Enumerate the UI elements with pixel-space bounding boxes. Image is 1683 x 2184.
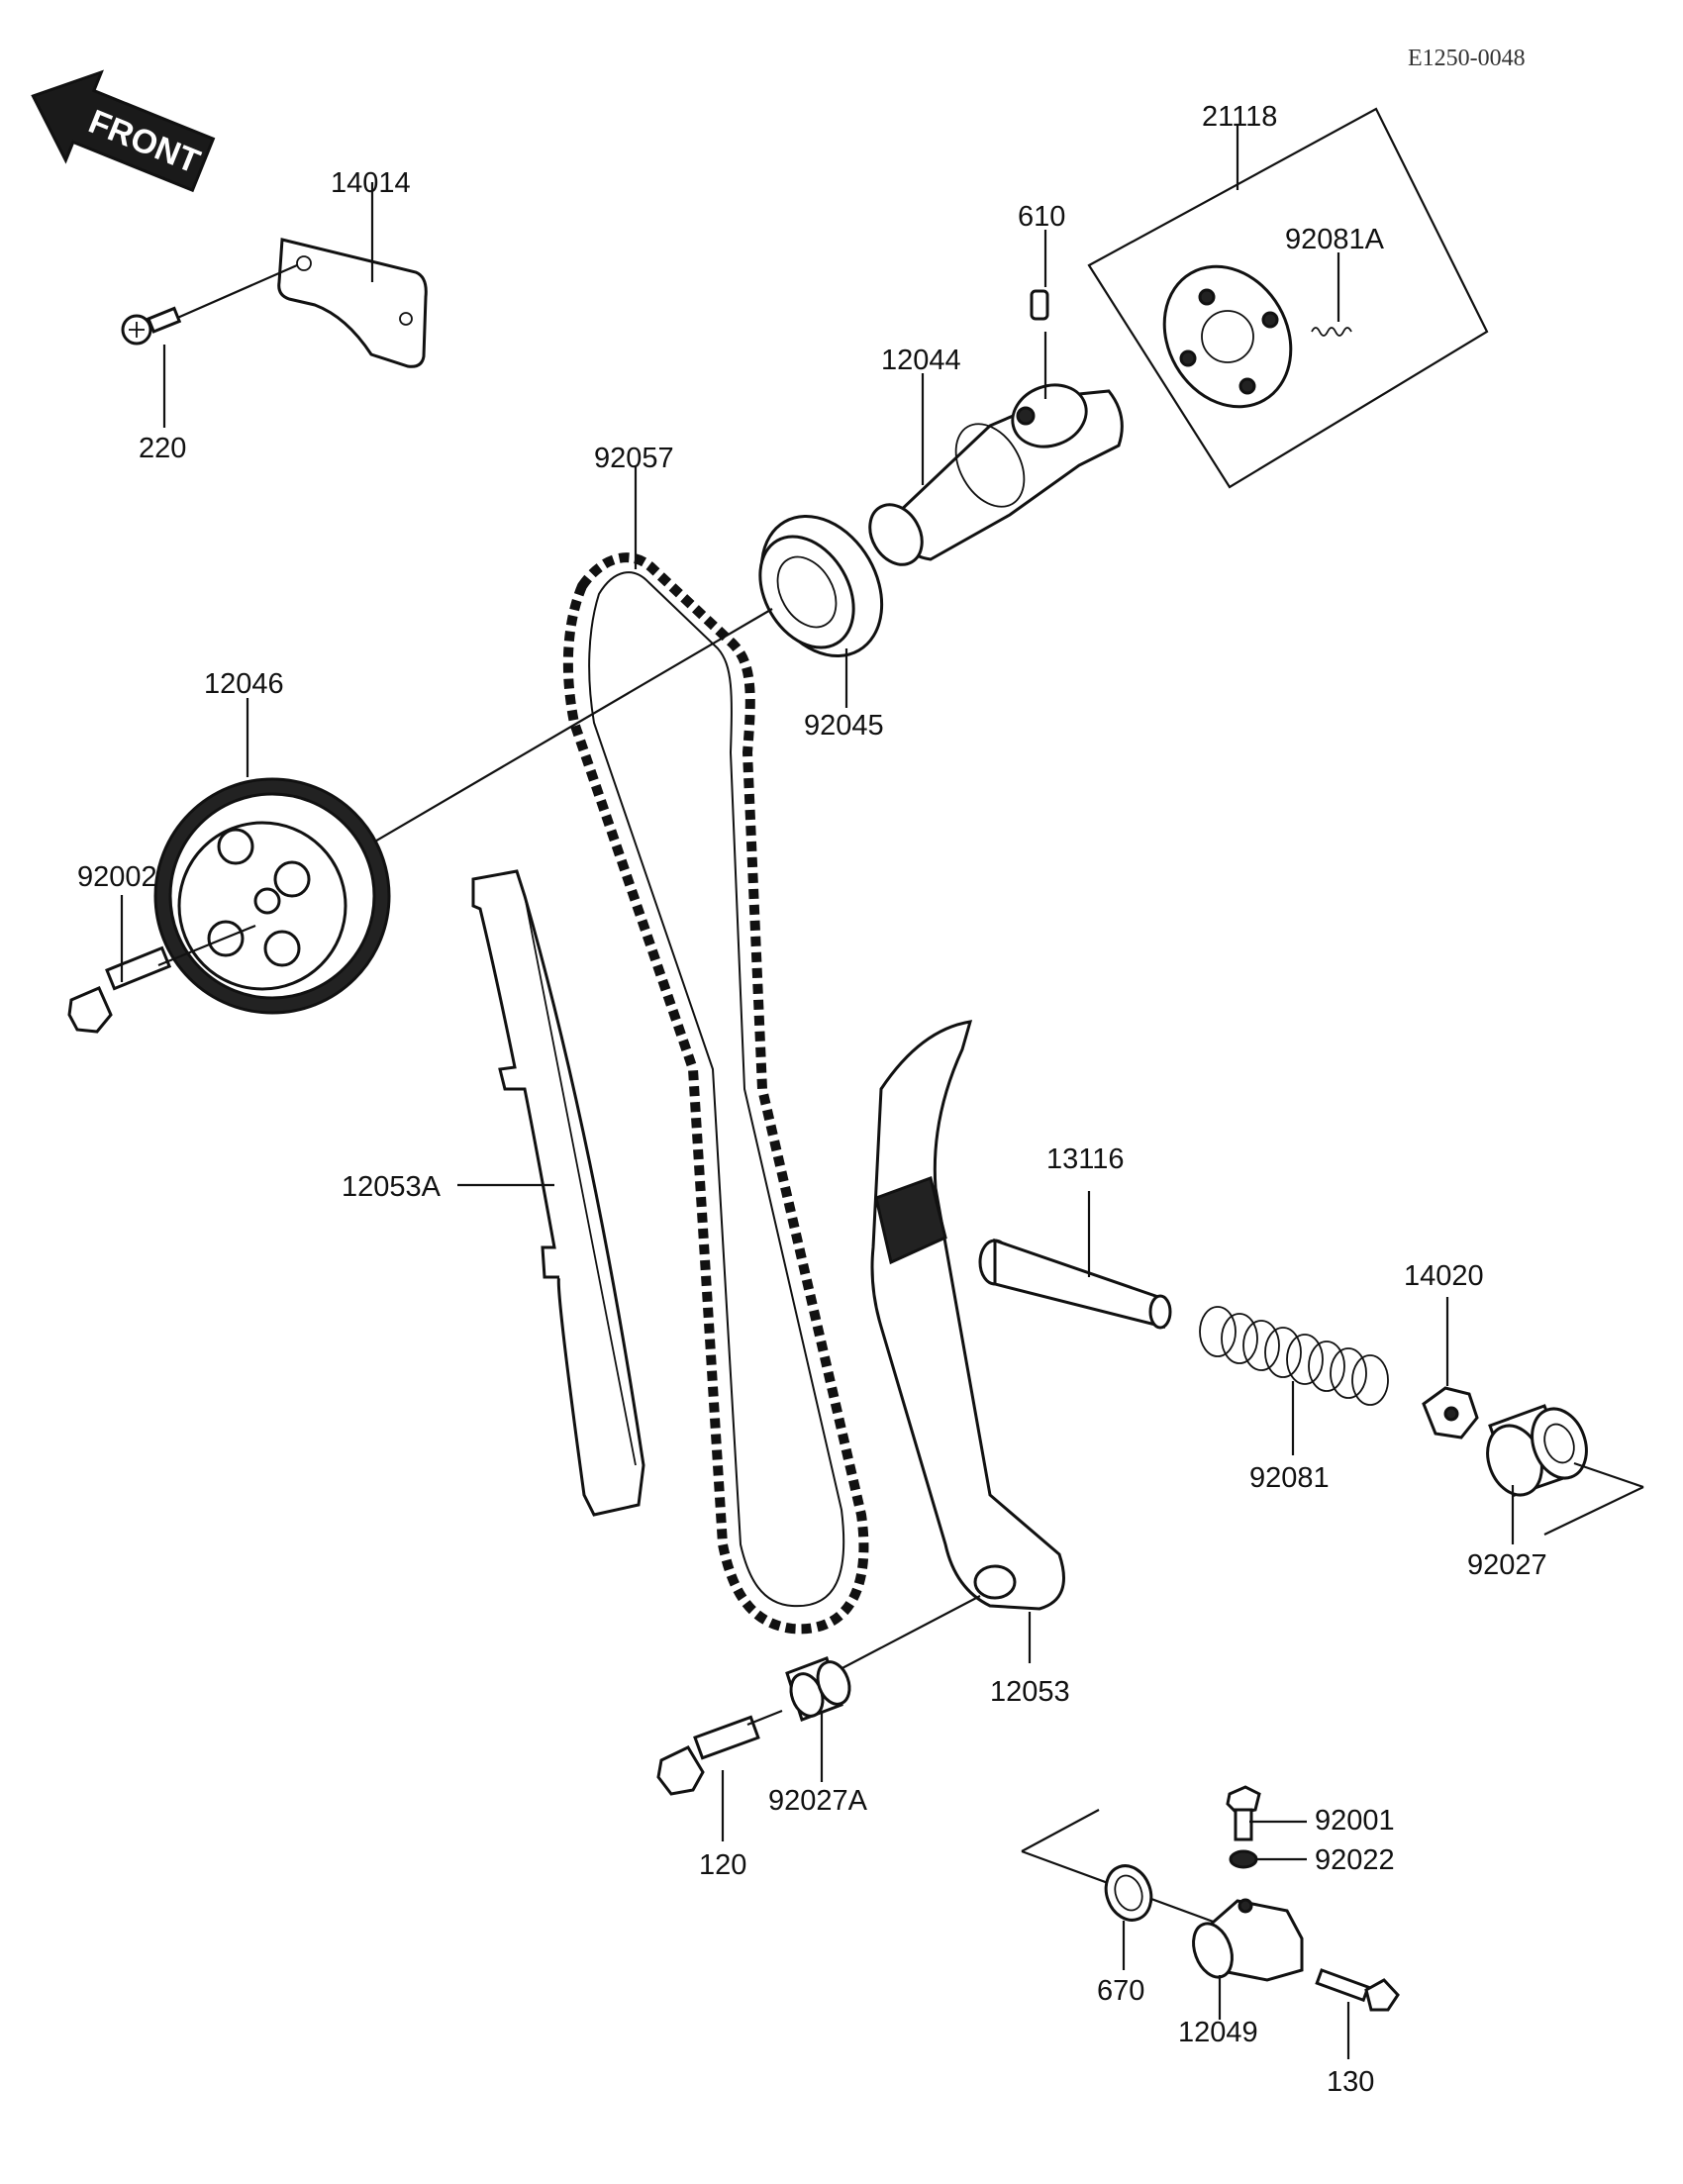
- label-130: 130: [1327, 2066, 1374, 2098]
- nut-14020: [1422, 1386, 1479, 1439]
- pivot-pin-13116: [978, 1238, 1172, 1330]
- label-92081A: 92081A: [1285, 224, 1385, 255]
- cam-sprocket: [153, 777, 391, 1015]
- chain-guide-12053A: [471, 869, 645, 1517]
- label-13116: 13116: [1046, 1143, 1125, 1175]
- label-220: 220: [139, 433, 186, 464]
- tensioner-body-12049: [1192, 1898, 1304, 1982]
- label-92027: 92027: [1467, 1549, 1547, 1581]
- dowel-pin-610: [1030, 289, 1049, 321]
- cam-chain: [562, 552, 869, 1635]
- label-92027A: 92027A: [768, 1785, 868, 1817]
- label-12044: 12044: [881, 345, 961, 376]
- bolt-120: [656, 1709, 783, 1796]
- label-610: 610: [1018, 201, 1065, 233]
- washer-92022: [1229, 1849, 1258, 1869]
- label-120: 120: [699, 1849, 746, 1881]
- gasket-670: [1104, 1864, 1153, 1922]
- screw-220: [121, 306, 182, 346]
- bearing: [758, 514, 884, 658]
- collar-92027A: [785, 1656, 851, 1722]
- bolt-130: [1315, 1968, 1400, 2012]
- label-12046: 12046: [204, 668, 284, 700]
- label-92081: 92081: [1249, 1462, 1330, 1494]
- front-arrow-icon: FRONT: [31, 69, 216, 193]
- bracket-plate: [277, 238, 428, 368]
- label-12053: 12053: [990, 1676, 1070, 1708]
- label-21118: 21118: [1202, 101, 1277, 133]
- assembly-box-21118: [1087, 107, 1489, 489]
- bolt-92001: [1226, 1785, 1261, 1841]
- label-14020: 14020: [1404, 1260, 1484, 1292]
- label-92002: 92002: [77, 861, 157, 893]
- label-670: 670: [1097, 1975, 1144, 2007]
- label-92001: 92001: [1315, 1805, 1395, 1837]
- label-92057: 92057: [594, 443, 674, 474]
- label-14014: 14014: [331, 167, 411, 199]
- label-92045: 92045: [804, 710, 884, 742]
- tensioner-arm-12053: [870, 1020, 1065, 1611]
- label-12049: 12049: [1178, 2017, 1258, 2048]
- diagram-code: E1250-0048: [1408, 46, 1526, 71]
- label-92022: 92022: [1315, 1844, 1395, 1876]
- collar-92027: [1486, 1404, 1588, 1497]
- label-12053A: 12053A: [342, 1171, 442, 1203]
- camshaft: [868, 383, 1124, 566]
- spring-92081: [1199, 1306, 1389, 1406]
